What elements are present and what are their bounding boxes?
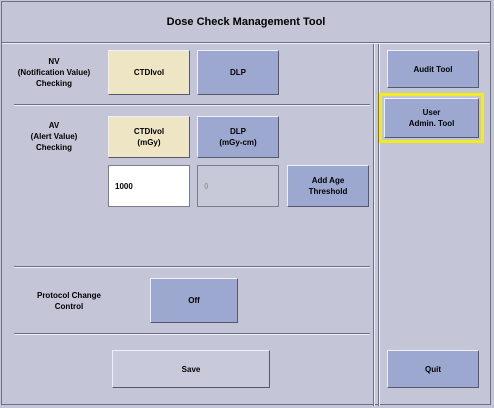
nv-divider [14,104,370,105]
user-admin-tool-button[interactable]: User Admin. Tool [384,98,479,138]
add-age-threshold-button[interactable]: Add Age Threshold [287,165,369,207]
panel-divider-2 [378,44,379,406]
nv-ctdivol-button[interactable]: CTDIvol [108,50,190,95]
title-divider [2,42,490,43]
av-divider [14,266,370,267]
title-divider-highlight [2,43,490,44]
nv-label: NV (Notification Value) Checking [17,56,91,88]
nv-divider-highlight [14,105,370,106]
av-disabled-input: 0 [197,165,279,207]
selection-highlight [379,93,484,143]
protocol-change-toggle[interactable]: Off [150,278,238,323]
av-ctdivol-button[interactable]: CTDIvol (mGy) [108,116,190,158]
av-divider-highlight [14,267,370,268]
panel-divider [373,44,374,406]
nv-dlp-button[interactable]: DLP [197,50,279,95]
window-title: Dose Check Management Tool [166,16,326,28]
save-button[interactable]: Save [112,350,270,388]
av-value-input[interactable]: 1000 [108,165,190,207]
av-dlp-button[interactable]: DLP (mGy-cm) [197,116,279,158]
panel-divider-2-highlight [379,44,380,406]
protocol-divider-highlight [14,334,370,335]
protocol-change-label: Protocol Change Control [36,291,101,311]
audit-tool-button[interactable]: Audit Tool [387,50,479,88]
quit-button[interactable]: Quit [387,350,479,388]
protocol-divider [14,333,370,334]
av-label: AV (Alert Value) Checking [30,120,78,152]
panel-divider-highlight [374,44,375,406]
